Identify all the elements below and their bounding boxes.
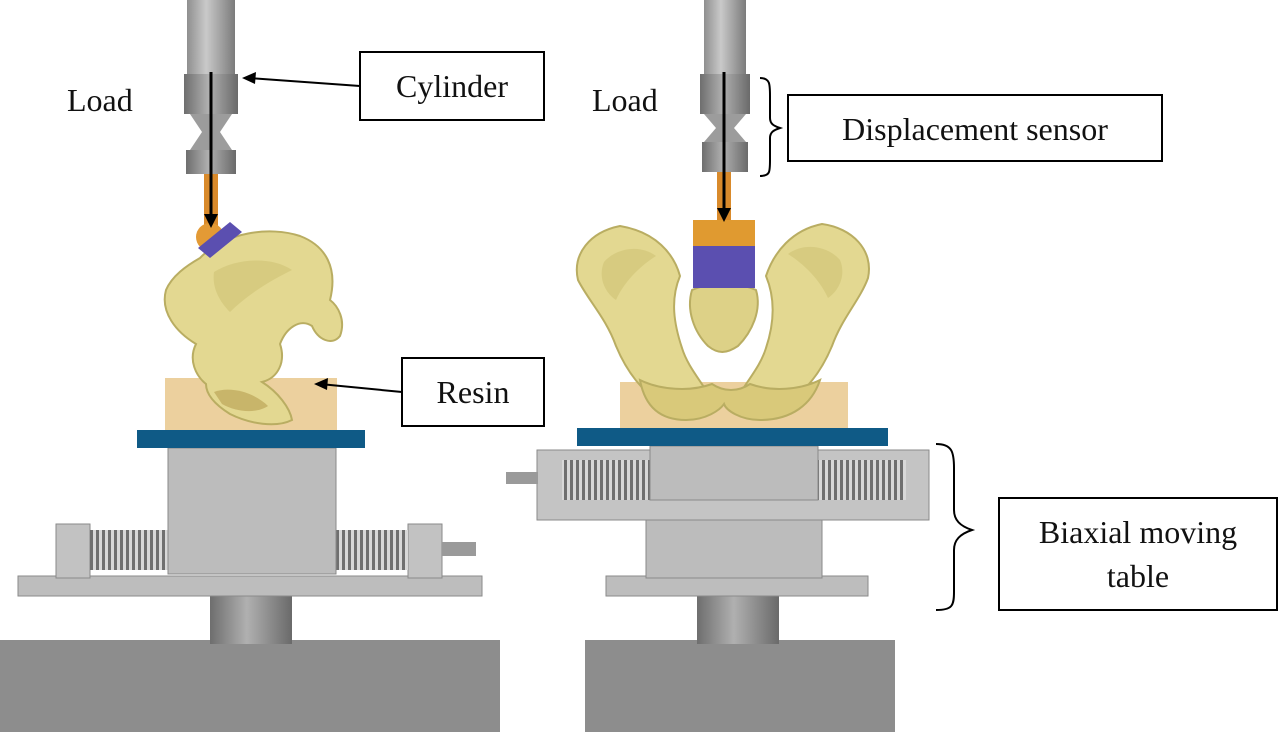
resin-label-box [401, 357, 545, 427]
biaxial-label-line1: Biaxial moving [1039, 514, 1237, 550]
left-rail-end-left [55, 523, 91, 579]
right-carriage [649, 445, 819, 501]
left-carriage [167, 447, 337, 575]
right-load-block-blue [693, 246, 755, 288]
right-machine-base [585, 640, 895, 732]
left-load-arrowhead [204, 214, 218, 228]
right-screw-knob [506, 472, 538, 484]
left-machine-base [0, 640, 500, 732]
right-pelvis-pubis [638, 378, 822, 422]
left-lower-table [17, 575, 483, 597]
cylinder-pointer-line [247, 77, 361, 87]
displacement-sensor-label: Displacement sensor [842, 111, 1108, 147]
right-pelvis-shade-right [788, 246, 843, 298]
load-label-right: Load [592, 82, 658, 118]
right-load-arrowhead [717, 208, 731, 222]
left-pelvis-foramen [214, 389, 268, 412]
left-base-post [210, 594, 292, 644]
resin-pointer-arrowhead [314, 378, 328, 390]
cylinder-pointer-arrowhead [242, 72, 256, 84]
right-base-post [697, 594, 779, 644]
right-lower-carriage [645, 519, 823, 579]
cylinder-label: Cylinder [396, 68, 508, 104]
right-load-block-orange [693, 220, 755, 246]
right-lower-table [605, 575, 869, 597]
right-lead-screw-left [562, 460, 650, 500]
right-pelvis-shade-left [601, 248, 656, 300]
left-rail-end-right [407, 523, 443, 579]
left-screw-knob [442, 542, 476, 556]
left-assembly [0, 0, 500, 732]
left-blue-plate [137, 430, 365, 448]
right-blue-plate [577, 428, 888, 446]
resin-pointer-line [319, 383, 403, 393]
left-cylinder-rod [187, 0, 235, 74]
biaxial-label-line2: table [1107, 558, 1169, 594]
load-label-left: Load [67, 82, 133, 118]
displacement-sensor-brace [759, 77, 784, 177]
biaxial-table-brace [935, 443, 976, 611]
left-pelvis-bone [163, 230, 344, 426]
right-cylinder-rod [704, 0, 746, 74]
resin-label: Resin [437, 374, 510, 410]
left-load-pad [198, 222, 242, 258]
cylinder-label-box [359, 51, 545, 121]
right-lead-screw-right [818, 460, 906, 500]
biaxial-table-label-box [998, 497, 1278, 611]
right-assembly [506, 0, 976, 732]
left-pelvis-shading [213, 260, 292, 312]
displacement-sensor-label-box [787, 94, 1163, 162]
right-pelvis-sacrum [688, 283, 759, 353]
